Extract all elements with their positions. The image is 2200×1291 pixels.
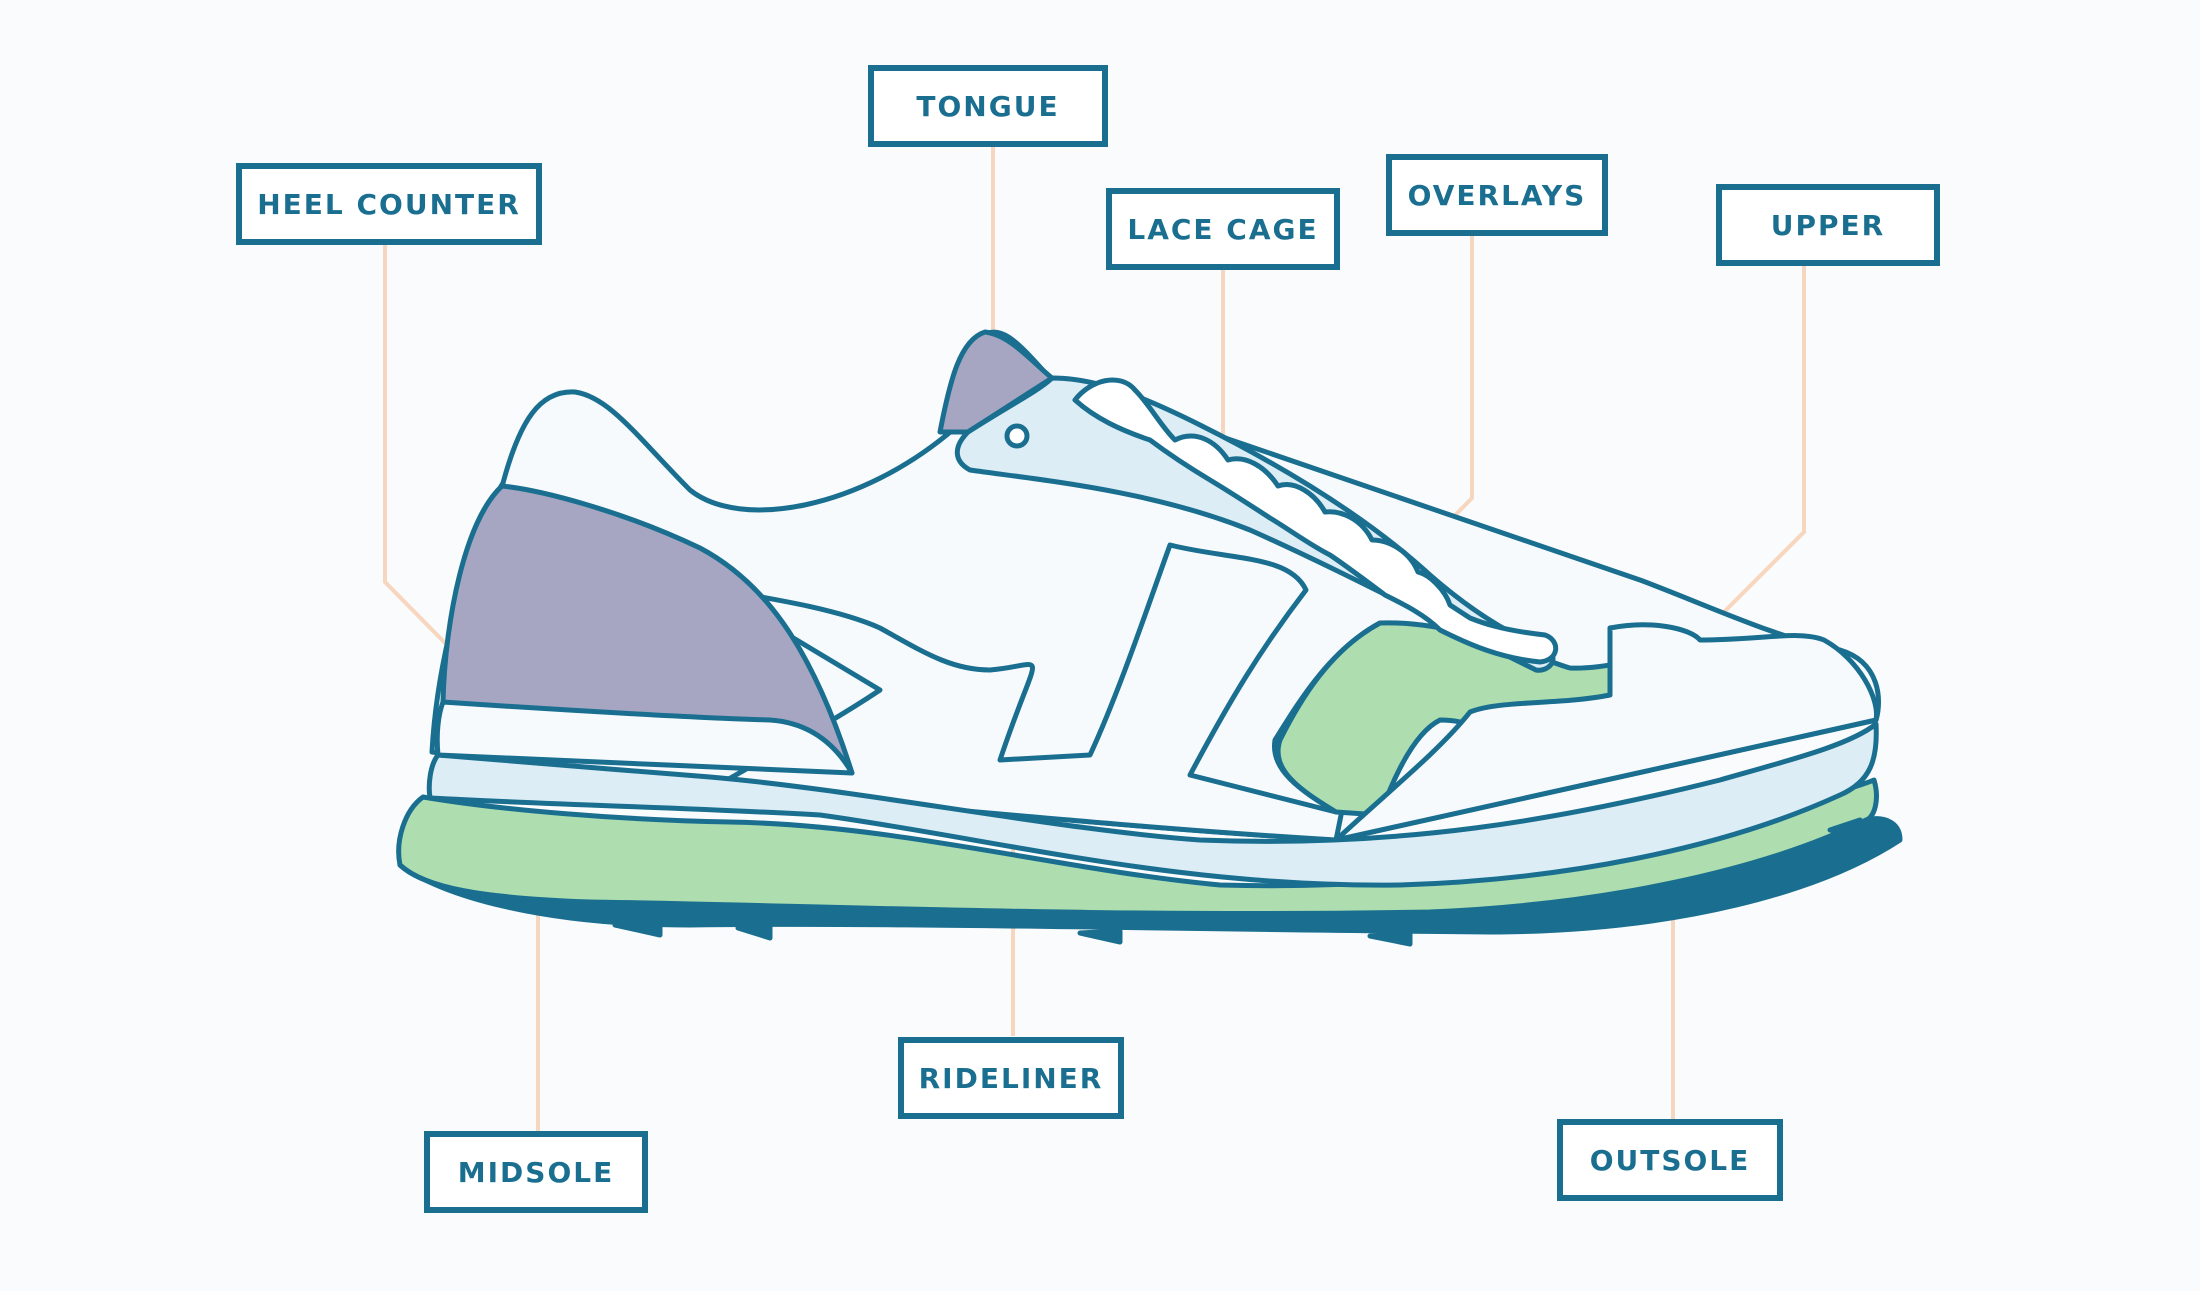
- heel-sidewall-shape: [434, 699, 855, 776]
- label-outsole: OUTSOLE: [1557, 1119, 1783, 1201]
- toe-cap-shape: [1333, 622, 1879, 843]
- heel-counter-shape: [440, 483, 855, 776]
- leader-line-heel-counter: [383, 243, 452, 650]
- rideliner-shape: [426, 721, 1879, 888]
- laces-shape: [1072, 377, 1559, 665]
- label-midsole: MIDSOLE: [424, 1131, 648, 1213]
- label-tongue: TONGUE: [868, 65, 1108, 147]
- label-overlays: OVERLAYS: [1386, 154, 1608, 236]
- tongue-shape: [937, 329, 1055, 435]
- label-rideliner: RIDELINER: [898, 1037, 1124, 1119]
- outsole-lugs: [612, 817, 1863, 947]
- label-upper: UPPER: [1716, 184, 1940, 266]
- lace-eyelet: [1004, 423, 1030, 449]
- label-heel-counter: HEEL COUNTER: [236, 163, 542, 245]
- label-lace-cage: LACE CAGE: [1106, 188, 1340, 270]
